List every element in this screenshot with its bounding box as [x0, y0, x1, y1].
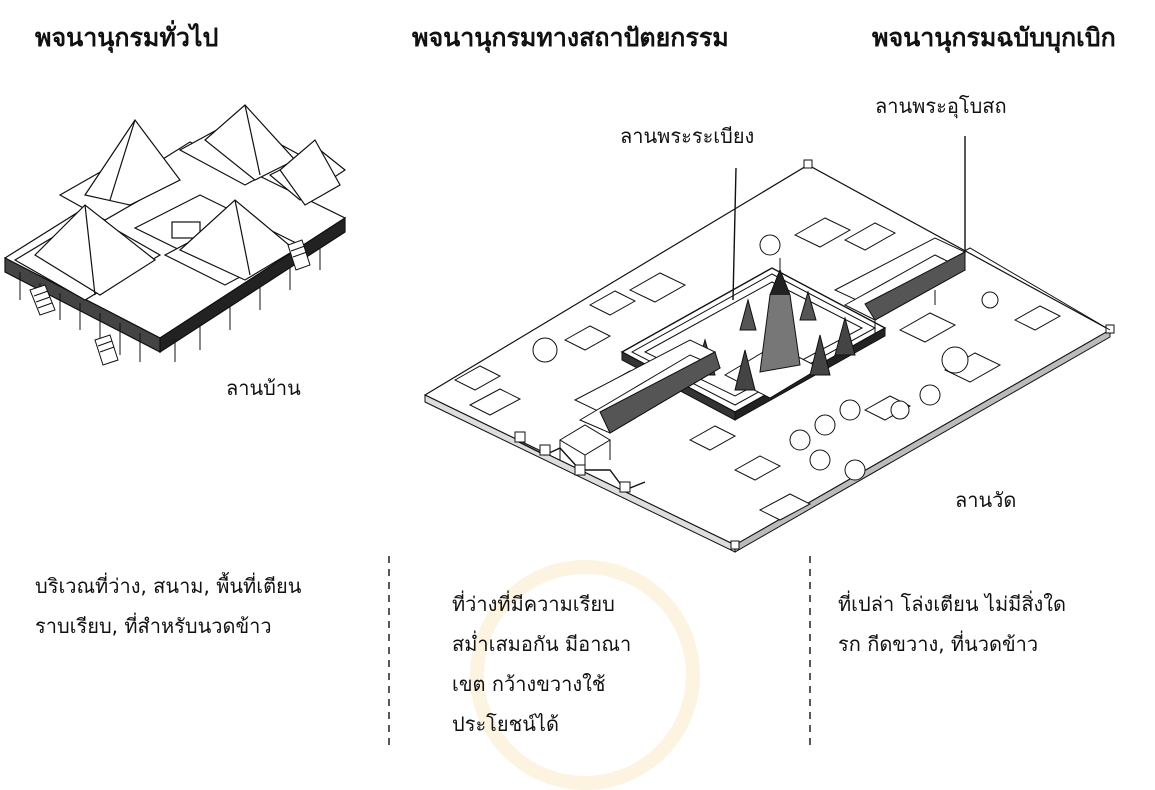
- header-architecture-dictionary: พจนานุกรมทางสถาปัตยกรรม: [412, 23, 729, 52]
- illustration-layer: [3, 104, 1115, 751]
- description-architecture-line: ประโยชน์ได้: [452, 712, 559, 736]
- label-cloister-courtyard: ลานพระระเบียง: [620, 124, 755, 148]
- description-pioneer-line: ที่เปล่า โล่งเตียน ไม่มีสิ่งใด: [838, 592, 1067, 616]
- description-general: บริเวณที่ว่าง, สนาม, พื้นที่เตียน ราบเรี…: [35, 566, 301, 646]
- description-pioneer: ที่เปล่า โล่งเตียน ไม่มีสิ่งใด รก กีดขวา…: [838, 584, 1066, 664]
- thai-house-illustration: [3, 104, 347, 366]
- description-general-line: ราบเรียบ, ที่สำหรับนวดข้าว: [35, 614, 272, 638]
- description-architecture: ที่ว่างที่มีความเรียบ สม่ำเสมอกัน มีอาณา…: [452, 584, 631, 744]
- description-general-line: บริเวณที่ว่าง, สนาม, พื้นที่เตียน: [35, 574, 302, 598]
- temple-compound-illustration: [423, 136, 1115, 553]
- description-pioneer-line: รก กีดขวาง, ที่นวดข้าว: [838, 632, 1039, 656]
- description-architecture-line: ที่ว่างที่มีความเรียบ: [452, 592, 615, 616]
- description-architecture-line: สม่ำเสมอกัน มีอาณา: [452, 632, 632, 656]
- label-temple-courtyard: ลานวัด: [955, 488, 1017, 512]
- column-separators: [388, 556, 811, 751]
- label-ubosot-courtyard: ลานพระอุโบสถ: [875, 94, 1007, 118]
- description-architecture-line: เขต กว้างขวางใช้: [452, 672, 606, 696]
- header-general-dictionary: พจนานุกรมทั่วไป: [35, 23, 219, 52]
- label-house-courtyard: ลานบ้าน: [226, 376, 301, 400]
- header-pioneer-dictionary: พจนานุกรมฉบับบุกเบิก: [872, 23, 1116, 52]
